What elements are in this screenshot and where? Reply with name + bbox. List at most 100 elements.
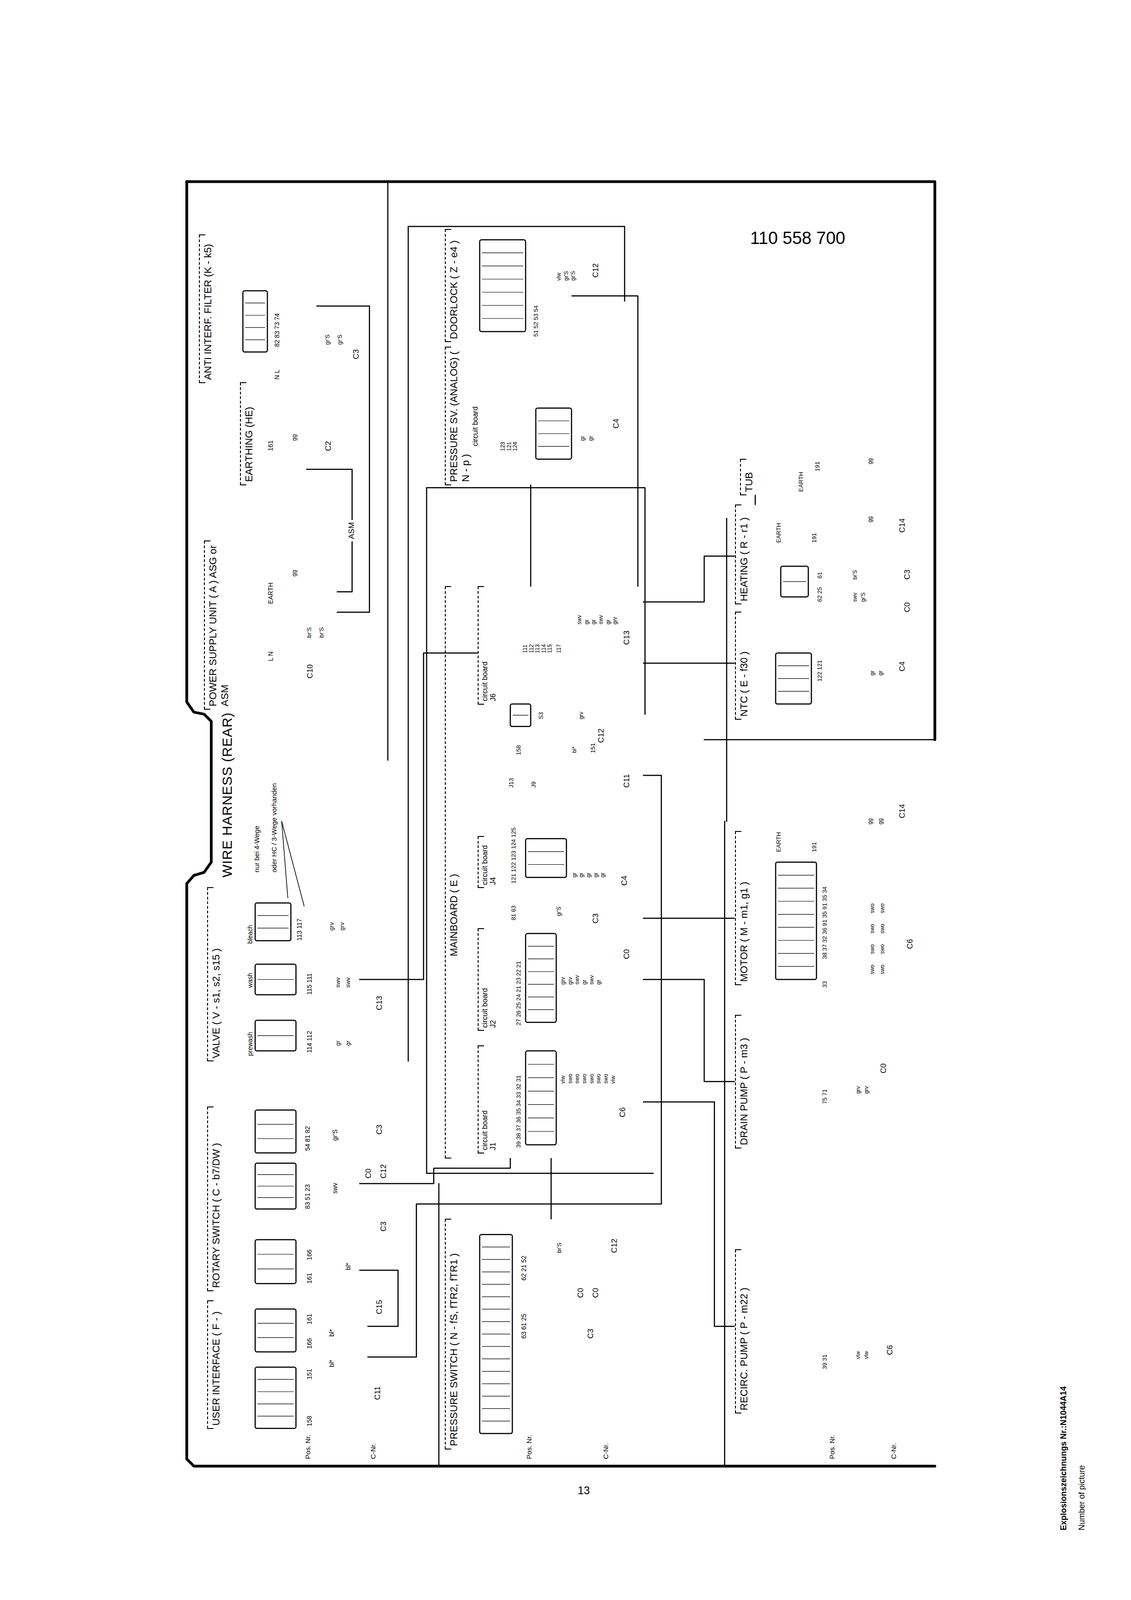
frame-line — [186, 181, 935, 1467]
pin-divider — [527, 1091, 554, 1092]
connector-plug — [255, 1110, 296, 1154]
pin-number: 191 — [811, 842, 818, 853]
annotation-text: Pos. Nr. — [304, 1435, 312, 1460]
pin-divider — [777, 888, 814, 889]
pin-divider — [527, 851, 564, 853]
connector-plug — [535, 408, 572, 460]
component-title: NTC ( E - f30 ) — [738, 615, 750, 717]
component-title: MAINBOARD ( E ) — [448, 589, 460, 957]
annotation-text: swv — [588, 975, 595, 986]
annotation-text: EARTH — [797, 471, 805, 492]
bundle-number: C0 — [879, 1063, 888, 1074]
pin-divider — [257, 1197, 294, 1199]
pin-divider — [257, 1323, 294, 1324]
pin-number: 75 71 — [821, 1089, 829, 1105]
bundle-number: C4 — [898, 661, 907, 672]
connector-plug — [242, 291, 268, 353]
pin-number: 121 — [506, 442, 513, 452]
annotation-text: grv — [612, 616, 619, 625]
annotation-text: gr — [605, 619, 612, 625]
plug-body — [255, 903, 291, 942]
annotation-text: swo — [869, 903, 876, 914]
pin-divider — [481, 1396, 511, 1397]
annotation-text: br'S — [318, 627, 325, 638]
plug-body — [255, 1110, 296, 1154]
pin-number: 113 — [534, 644, 541, 654]
wire-bundle — [359, 1270, 398, 1327]
component-title: VALVE ( V - s1, s2, s15 ) — [210, 890, 222, 1059]
annotation-text: swo — [879, 944, 886, 954]
annotation-text: C-Nr. — [890, 1443, 898, 1460]
component-bracket: HEATING ( R - r1 ) — [734, 505, 883, 605]
annotation-text: gr'S — [556, 906, 563, 917]
pin-number: 124 — [512, 442, 519, 452]
sheet-number: 13 — [577, 1485, 590, 1497]
bundle-number: C4 — [620, 875, 629, 887]
bundle-number: C14 — [898, 804, 907, 819]
bundle-number: C3 — [379, 1221, 388, 1232]
pin-divider — [782, 581, 806, 582]
frame-line — [426, 487, 654, 1174]
annotation-text: gr — [593, 872, 600, 878]
connector-plug — [780, 566, 808, 598]
pin-number: 121 122 123 124 125 — [510, 827, 517, 884]
bundle-number: C0 — [622, 949, 631, 960]
frame-line — [281, 821, 304, 907]
annotation-text: Number of picture — [1077, 1465, 1087, 1531]
annotation-text: prewash — [246, 1031, 254, 1057]
annotation-text: gg — [867, 458, 874, 464]
pin-number: 115 111 — [306, 973, 313, 996]
annotation-text: gr'S — [570, 271, 577, 281]
pin-number: 51 52 53 54 — [532, 305, 540, 338]
pin-divider — [777, 678, 809, 679]
pin-number: 27 26 25 24 21 23 22 21 — [515, 961, 522, 1026]
pin-divider — [481, 1346, 511, 1348]
annotation-text: gr — [578, 872, 585, 878]
pin-divider — [777, 875, 814, 876]
annotation-text: grv — [855, 1086, 862, 1095]
pin-divider — [777, 927, 814, 928]
connector-plug — [255, 1309, 296, 1353]
component-bracket: MAINBOARD ( E )circuit board J1circuit b… — [444, 586, 643, 1159]
annotation-text: L N — [267, 651, 275, 662]
plug-body — [255, 1367, 296, 1429]
annotation-text: swv — [574, 975, 581, 986]
pin-divider — [527, 1064, 554, 1065]
bundle-number: C0 — [364, 1168, 373, 1179]
component-bracket: RECIRC. PUMP ( P - m22 ) — [734, 1250, 873, 1414]
wire-bundle — [642, 917, 735, 920]
bundle-number: C2 — [324, 441, 333, 452]
bundle-number: C3 — [375, 1125, 384, 1136]
pin-number: 38 37 32 36 91 35 91 35 34 — [821, 886, 829, 960]
wire-bundle — [642, 979, 735, 1083]
annotation-text: gg — [867, 818, 874, 825]
sheet-number: 110 558 700 — [750, 229, 846, 248]
annotation-text: gr — [588, 436, 595, 442]
bundle-number: C3 — [591, 913, 600, 924]
pin-number: 82 83 73 74 — [273, 313, 281, 348]
annotation-text: J13 — [508, 778, 515, 788]
annotation-text: swv — [331, 1183, 339, 1194]
pin-divider — [481, 1246, 511, 1248]
annotation-text: wash — [246, 973, 254, 989]
connector-plug — [255, 1163, 296, 1210]
bundle-number: C12 — [591, 263, 600, 278]
pin-divider — [527, 996, 554, 998]
pin-divider — [257, 1404, 294, 1405]
annotation-text: bl* — [571, 746, 578, 754]
annotation-text: swo — [588, 1073, 595, 1084]
annotation-text: N L — [273, 369, 281, 380]
component-bracket: ANTI INTERF. FILTER (K - k5) — [198, 234, 317, 383]
annotation-text: vlw — [610, 1075, 617, 1084]
pin-number: 114 — [541, 644, 548, 654]
plug-body — [525, 1051, 557, 1146]
pin-divider — [481, 305, 524, 306]
annotation-text: bl* — [328, 1329, 336, 1337]
annotation-text: gr'S — [563, 271, 570, 281]
annotation-text: gr'S — [324, 334, 331, 345]
component-bracket: VALVE ( V - s1, s2, s15 ) — [207, 887, 360, 1062]
annotation-text: swo — [879, 903, 886, 914]
component-title: circuit board — [471, 349, 480, 447]
